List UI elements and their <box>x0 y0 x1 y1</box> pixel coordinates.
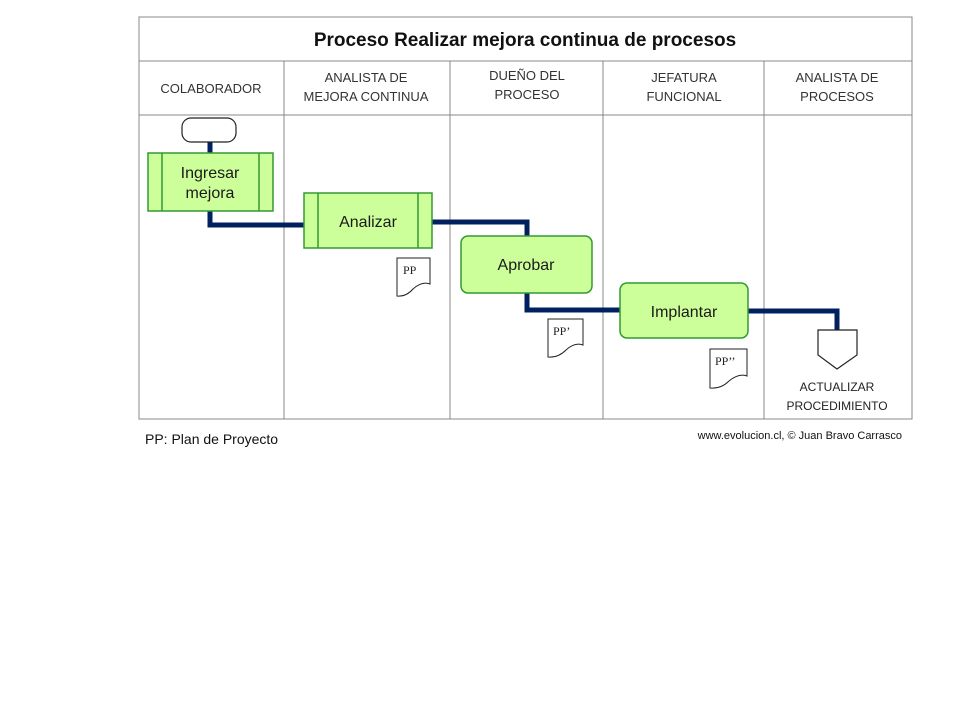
start-event <box>181 117 237 143</box>
connector-implantar-to-end <box>747 308 840 330</box>
document-pp-prime-label: PP’ <box>553 324 570 338</box>
lane-header-analista-procesos-line1: ANALISTA DE <box>796 70 879 85</box>
task-aprobar-box <box>460 235 593 294</box>
swimlane-grid <box>138 16 913 420</box>
lane-header-dueno-line2: PROCESO <box>494 87 559 102</box>
document-pp-double-prime-label: PP’’ <box>715 354 735 368</box>
flow-connectors <box>207 141 840 330</box>
task-implantar-label: Implantar <box>651 304 718 321</box>
connector-ingresar-to-analizar <box>207 208 304 228</box>
lane-header-colaborador: COLABORADOR <box>160 81 261 96</box>
task-analizar-label: Analizar <box>339 214 397 231</box>
diagram-title: Proceso Realizar mejora continua de proc… <box>314 30 736 51</box>
task-analizar: Analizar <box>303 192 433 249</box>
task-implantar-box <box>619 282 749 339</box>
document-pp-prime: PP’ <box>547 318 584 358</box>
end-event-label-line1: ACTUALIZAR <box>800 380 875 394</box>
task-ingresar-mejora: Ingresar mejora <box>147 152 274 212</box>
document-pp-double-prime: PP’’ <box>709 348 748 389</box>
lane-header-jefatura-line2: FUNCIONAL <box>646 89 721 104</box>
connector-analizar-to-aprobar <box>432 219 530 237</box>
end-event-shape <box>817 329 858 370</box>
task-aprobar-label: Aprobar <box>498 257 556 274</box>
document-pp-label: PP <box>403 263 417 277</box>
task-analizar-box <box>303 192 433 249</box>
task-implantar: Implantar <box>619 282 749 339</box>
document-pp-double-prime-shape <box>709 348 748 389</box>
legend-text: PP: Plan de Proyecto <box>145 431 278 447</box>
lane-header-jefatura-line1: JEFATURA <box>651 70 717 85</box>
task-ingresar-box <box>147 152 274 212</box>
lane-header-analista-mejora-line2: MEJORA CONTINUA <box>304 89 429 104</box>
lane-header-dueno-line1: DUEÑO DEL <box>489 68 565 83</box>
task-aprobar: Aprobar <box>460 235 593 294</box>
lane-header-analista-procesos-line2: PROCESOS <box>800 89 874 104</box>
lane-header-analista-mejora-line1: ANALISTA DE <box>325 70 408 85</box>
connector-aprobar-to-implantar <box>524 291 621 313</box>
credit-text: www.evolucion.cl, © Juan Bravo Carrasco <box>697 430 902 442</box>
end-event-label-line2: PROCEDIMIENTO <box>786 399 887 413</box>
document-pp-shape <box>396 257 431 297</box>
diagram-frame <box>138 16 913 420</box>
task-ingresar-label-line2: mejora <box>186 185 235 202</box>
document-pp-prime-shape <box>547 318 584 358</box>
task-ingresar-label-line1: Ingresar <box>181 165 240 182</box>
document-pp: PP <box>396 257 431 297</box>
